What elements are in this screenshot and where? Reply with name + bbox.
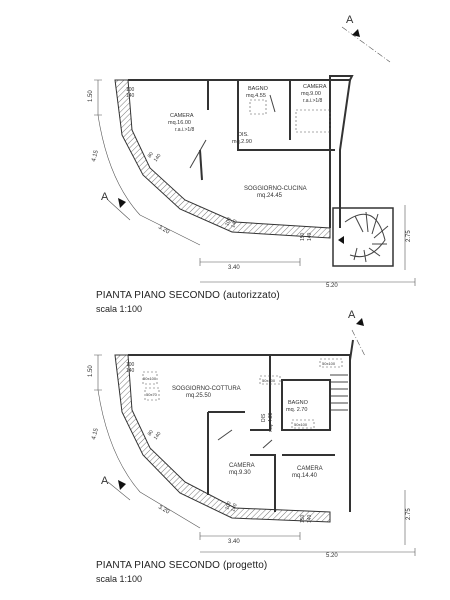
room-area: mq. 2.70 xyxy=(286,407,307,413)
section-marker-bottom: A xyxy=(101,191,131,221)
svg-text:50x100: 50x100 xyxy=(262,378,276,383)
svg-text:150: 150 xyxy=(300,514,306,523)
svg-text:50x70: 50x70 xyxy=(146,392,158,397)
svg-text:A: A xyxy=(101,475,109,487)
room-area: mq.24.45 xyxy=(257,193,283,199)
svg-text:50x100: 50x100 xyxy=(143,376,157,381)
section-letter: A xyxy=(346,14,354,26)
svg-text:4.15: 4.15 xyxy=(91,427,100,440)
svg-text:140: 140 xyxy=(307,232,313,241)
svg-text:1.50: 1.50 xyxy=(88,365,94,377)
svg-text:140: 140 xyxy=(126,368,135,374)
room-label: CAMERA xyxy=(229,463,255,469)
section-marker-bottom: A xyxy=(101,475,131,501)
plan-title: PIANTA PIANO SECONDO (autorizzato) xyxy=(96,290,280,301)
room-area: mq.9.00 xyxy=(301,91,321,97)
room-area: mq. 4.30 xyxy=(268,412,274,432)
svg-text:50x100: 50x100 xyxy=(322,361,336,366)
outer-wall xyxy=(128,354,351,512)
svg-text:50x100: 50x100 xyxy=(294,422,308,427)
opening-label: 100 xyxy=(126,87,135,93)
svg-text:140: 140 xyxy=(230,503,239,513)
section-marker-top: A xyxy=(348,309,366,357)
opening-label: 80 xyxy=(147,151,155,159)
svg-text:140: 140 xyxy=(307,514,313,523)
svg-text:140: 140 xyxy=(230,219,239,229)
svg-text:140: 140 xyxy=(153,431,163,441)
room-label: DIS. xyxy=(238,132,249,138)
plan-scale: scala 1:100 xyxy=(96,574,143,584)
dimensions: 1.50 4.15 3.20 3.40 5.20 2.75 xyxy=(88,79,416,289)
facade-wall xyxy=(114,354,331,523)
room-area: mq.16.00 xyxy=(168,120,191,126)
plan-autorizzato: A CAMERA mq.16.00 r.a.i.>1/8 BAGNO mq.4.… xyxy=(88,14,416,289)
room-label: SOGGIORNO-COTTURA xyxy=(172,386,241,392)
room-label: SOGGIORNO-CUCINA xyxy=(244,186,307,192)
svg-text:A: A xyxy=(348,309,356,321)
svg-text:80: 80 xyxy=(147,429,155,437)
dim-label: 3.40 xyxy=(228,265,240,271)
room-label: BAGNO xyxy=(248,86,269,92)
plan-scale: scala 1:100 xyxy=(96,304,143,314)
outer-wall xyxy=(128,75,354,228)
room-area: mq.14.40 xyxy=(292,473,318,479)
svg-text:5.20: 5.20 xyxy=(326,553,338,559)
room-label: CAMERA xyxy=(297,466,323,472)
svg-text:3.40: 3.40 xyxy=(228,539,240,545)
room-label: DIS xyxy=(261,413,267,422)
room-area: mq.4.55 xyxy=(246,93,266,99)
section-marker-top: A xyxy=(341,14,391,63)
svg-text:140: 140 xyxy=(126,93,135,99)
dim-label: 2.75 xyxy=(406,230,412,242)
svg-text:100: 100 xyxy=(224,501,233,511)
svg-text:100: 100 xyxy=(126,362,135,368)
svg-text:140: 140 xyxy=(153,153,163,163)
dim-label: 5.20 xyxy=(326,283,338,289)
plan-title: PIANTA PIANO SECONDO (progetto) xyxy=(96,560,268,571)
room-label: CAMERA xyxy=(303,84,327,90)
room-rai: r.a.i.>1/8 xyxy=(303,98,323,104)
room-area: mq.25.50 xyxy=(186,393,212,399)
opening-label: 100 xyxy=(224,217,233,227)
plan-progetto: A 50x100 50x70 50x100 50x100 50x100 xyxy=(88,309,416,559)
dim-label: 4.15 xyxy=(91,149,100,162)
room-label: CAMERA xyxy=(170,113,194,119)
room-label: BAGNO xyxy=(288,400,309,406)
svg-text:A: A xyxy=(101,191,109,203)
svg-text:2.75: 2.75 xyxy=(406,508,412,520)
room-rai: r.a.i.>1/8 xyxy=(175,127,195,133)
opening-label: 150 xyxy=(300,232,306,241)
facade-wall xyxy=(114,79,331,239)
dimensions: 1.50 4.15 3.20 3.40 5.20 2.75 xyxy=(88,354,416,559)
svg-text:3.20: 3.20 xyxy=(157,505,171,516)
dim-label: 1.50 xyxy=(88,90,94,102)
dim-label: 3.20 xyxy=(157,225,171,236)
room-area: mq.2.90 xyxy=(232,139,252,145)
stair xyxy=(332,207,394,267)
room-area: mq.9.30 xyxy=(229,470,251,476)
